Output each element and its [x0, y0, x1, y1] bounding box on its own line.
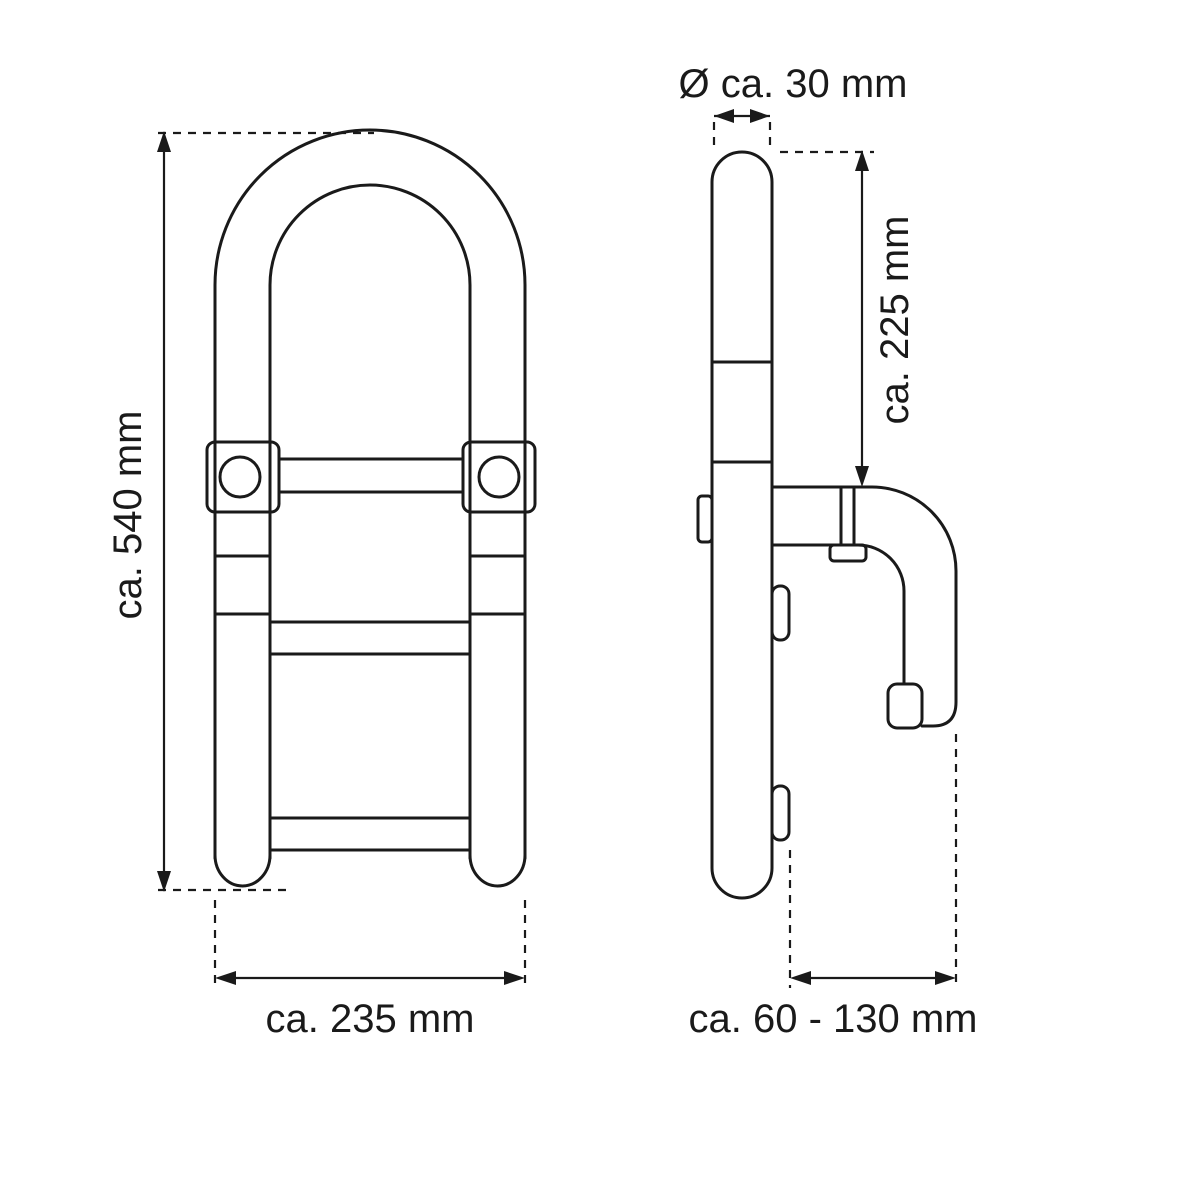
- clamp-arm-inner: [770, 543, 906, 686]
- width-arrow-left: [215, 971, 236, 985]
- front-width-label: ca. 235 mm: [266, 997, 475, 1041]
- left-bracket-screw: [218, 455, 262, 499]
- side-left-tab: [696, 494, 714, 544]
- front-height-label: ca. 540 mm: [106, 411, 150, 620]
- front-view: [205, 128, 537, 888]
- front-height-dimension: ca. 540 mm: [106, 131, 374, 892]
- side-clamp-range-label: ca. 60 - 130 mm: [688, 997, 977, 1041]
- upper-crossbar: [277, 457, 465, 494]
- height-arrow-down: [157, 871, 171, 892]
- clamp-arm-collar: [839, 485, 856, 547]
- side-view: [696, 150, 958, 900]
- right-bracket-screw: [477, 455, 521, 499]
- front-right-tube-cap: [468, 853, 527, 888]
- height-arrow-up: [157, 131, 171, 152]
- left-tube-sleeve-joints: [213, 554, 272, 616]
- right-tube-sleeve-joints: [468, 554, 527, 616]
- clamp-range-arrow-right: [935, 971, 956, 985]
- front-width-dimension: ca. 235 mm: [213, 900, 527, 1041]
- middle-crossbar: [268, 620, 472, 656]
- clamp-range-arrow-left: [790, 971, 811, 985]
- clamp-arm-outer: [770, 485, 958, 728]
- front-outer-contour: [213, 128, 527, 860]
- side-right-tab-upper: [770, 584, 791, 642]
- front-left-tube-cap: [213, 853, 272, 888]
- left-mounting-bracket: [205, 440, 281, 514]
- right-mounting-bracket: [461, 440, 537, 514]
- diameter-arrow-right: [750, 109, 770, 123]
- front-inner-contour: [268, 183, 472, 860]
- side-right-tab-lower: [770, 784, 791, 842]
- side-diameter-label: Ø ca. 30 mm: [679, 62, 908, 106]
- side-upper-height-label: ca. 225 mm: [873, 216, 917, 425]
- side-clamp-range-dimension: ca. 60 - 130 mm: [688, 734, 978, 1041]
- diameter-arrow-left: [714, 109, 734, 123]
- width-arrow-right: [504, 971, 525, 985]
- upper-height-arrow-down: [855, 466, 869, 487]
- lower-crossbar: [268, 816, 472, 852]
- side-diameter-dimension: Ø ca. 30 mm: [679, 62, 908, 150]
- clamp-foot-pad: [886, 682, 924, 730]
- side-upper-height-dimension: ca. 225 mm: [780, 150, 917, 487]
- upper-height-arrow-up: [855, 150, 869, 171]
- clamp-adjustment-nut: [828, 543, 868, 563]
- side-tube: [710, 150, 774, 900]
